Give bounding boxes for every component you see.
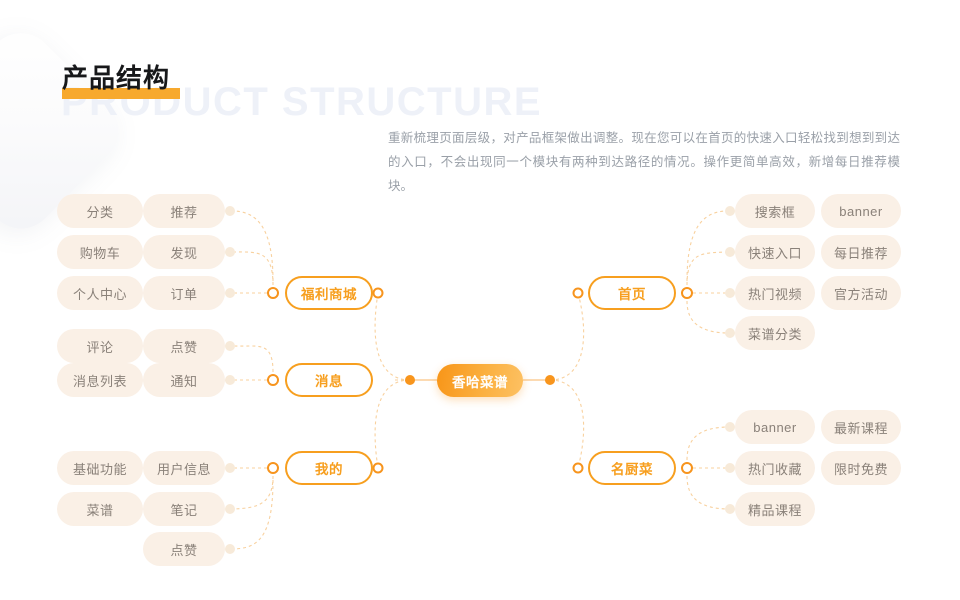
leaf-jingpinkecheng[interactable]: 精品课程 <box>735 492 815 526</box>
leaf-dianzan-wode[interactable]: 点赞 <box>143 532 225 566</box>
leaf-banner-shouye[interactable]: banner <box>821 194 901 228</box>
leaf-biji[interactable]: 笔记 <box>143 492 225 526</box>
branch-node-wode[interactable]: 我的 <box>285 451 373 485</box>
leaf-pinglun[interactable]: 评论 <box>57 329 143 363</box>
leaf-banner-mingchucai[interactable]: banner <box>735 410 815 444</box>
hub-ring-nodes <box>267 287 693 474</box>
leaf-kuaisurukou[interactable]: 快速入口 <box>735 235 815 269</box>
leaf-xianshimianfei[interactable]: 限时免费 <box>821 451 901 485</box>
branch-node-shouye[interactable]: 首页 <box>588 276 676 310</box>
page-title: 产品结构 <box>62 58 180 99</box>
leaf-meirituijian[interactable]: 每日推荐 <box>821 235 901 269</box>
leaf-sousuokuang[interactable]: 搜索框 <box>735 194 815 228</box>
leaf-remenshipin[interactable]: 热门视频 <box>735 276 815 310</box>
leaf-dingdan[interactable]: 订单 <box>143 276 225 310</box>
leaf-fenlei[interactable]: 分类 <box>57 194 143 228</box>
leaf-tuijian[interactable]: 推荐 <box>143 194 225 228</box>
leaf-remenshoucang[interactable]: 热门收藏 <box>735 451 815 485</box>
page-title-text: 产品结构 <box>62 63 171 93</box>
leaf-gerenzhongxin[interactable]: 个人中心 <box>57 276 143 310</box>
leaf-guanfanghuodong[interactable]: 官方活动 <box>821 276 901 310</box>
leaf-caipufenlei[interactable]: 菜谱分类 <box>735 316 815 350</box>
leaf-connector-dots <box>225 206 735 554</box>
leaf-zuixinkecheng[interactable]: 最新课程 <box>821 410 901 444</box>
header-description: 重新梳理页面层级，对产品框架做出调整。现在您可以在首页的快速入口轻松找到想到到达… <box>388 131 900 193</box>
leaf-jichugongneng[interactable]: 基础功能 <box>57 451 143 485</box>
spine-center-dots <box>405 375 555 385</box>
leaf-gouwuche[interactable]: 购物车 <box>57 235 143 269</box>
leaf-yonghuxinxi[interactable]: 用户信息 <box>143 451 225 485</box>
leaf-caipu[interactable]: 菜谱 <box>57 492 143 526</box>
leaf-dianzan-xiaoxi[interactable]: 点赞 <box>143 329 225 363</box>
leaf-faxian[interactable]: 发现 <box>143 235 225 269</box>
leaf-tongzhi[interactable]: 通知 <box>143 363 225 397</box>
branch-node-xiaoxi[interactable]: 消息 <box>285 363 373 397</box>
title-underline-highlight <box>62 88 180 99</box>
branch-node-mingchucai[interactable]: 名厨菜 <box>588 451 676 485</box>
branch-node-fulishangcheng[interactable]: 福利商城 <box>285 276 373 310</box>
root-node-xianghacaipu[interactable]: 香哈菜谱 <box>437 364 523 397</box>
header-watermark: PRODUCT STRUCTURE <box>61 80 543 124</box>
leaf-xiaoxiliebiao[interactable]: 消息列表 <box>57 363 143 397</box>
